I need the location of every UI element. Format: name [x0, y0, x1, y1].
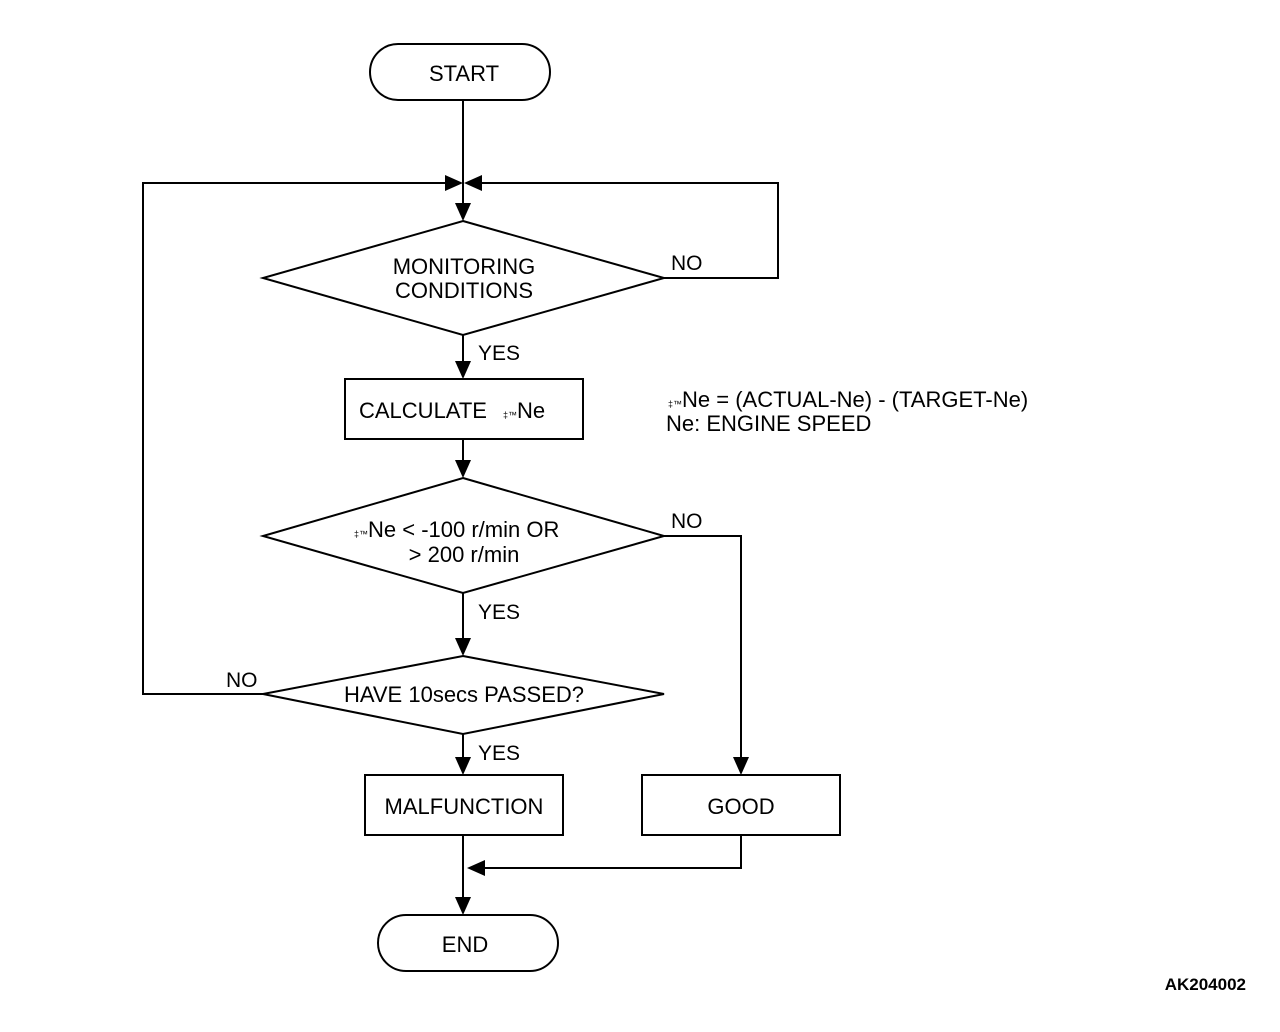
arrow-into-calculate — [455, 361, 471, 379]
delta-symbol: ‡™ — [354, 529, 368, 539]
ne-check-label-line2: > 200 r/min — [409, 542, 520, 567]
figure-reference: AK204002 — [1165, 975, 1246, 994]
arrow-into-ne-check — [455, 460, 471, 478]
time-elapsed-decision: HAVE 10secs PASSED? — [262, 654, 665, 736]
monitoring-label-line1: MONITORING — [393, 254, 536, 279]
arrow-right-loop — [464, 175, 482, 191]
edge-labels: NO YES NO YES NO YES — [226, 252, 703, 765]
monitoring-no-label: NO — [671, 252, 703, 275]
definition-note: ‡™Ne = (ACTUAL-Ne) - (TARGET-Ne) Ne: ENG… — [666, 387, 1028, 436]
arrowheads — [445, 175, 749, 915]
note-line2: Ne: ENGINE SPEED — [666, 411, 871, 436]
calculate-process: CALCULATE ‡™Ne — [344, 378, 584, 440]
ne-check-condition: Ne < -100 r/min OR — [368, 517, 559, 542]
time-yes-label: YES — [478, 742, 520, 765]
ne-check-no-label: NO — [671, 510, 703, 533]
arrow-into-malfunction — [455, 757, 471, 775]
start-terminal: START — [369, 43, 551, 101]
delta-symbol: ‡™ — [503, 410, 517, 420]
good-process: GOOD — [641, 774, 841, 836]
arrow-merge — [467, 860, 485, 876]
monitoring-conditions-decision: MONITORING CONDITIONS — [259, 219, 668, 337]
end-label: END — [442, 932, 488, 957]
calculate-label: CALCULATE ‡™Ne — [359, 398, 545, 423]
time-check-label: HAVE 10secs PASSED? — [344, 682, 584, 707]
arrow-into-end — [455, 897, 471, 915]
ne-check-yes-label: YES — [478, 601, 520, 624]
ne-threshold-decision: ‡™Ne < -100 r/min OR > 200 r/min — [259, 476, 668, 595]
arrow-into-monitoring — [455, 203, 471, 221]
monitoring-label-line2: CONDITIONS — [395, 278, 533, 303]
arrow-left-loop — [445, 175, 463, 191]
end-terminal: END — [377, 914, 559, 972]
note-line1: ‡™Ne = (ACTUAL-Ne) - (TARGET-Ne) — [668, 387, 1028, 412]
time-no-label: NO — [226, 669, 258, 692]
connectors — [142, 100, 779, 898]
malfunction-label: MALFUNCTION — [385, 794, 544, 819]
monitoring-yes-label: YES — [478, 342, 520, 365]
arrow-into-time-check — [455, 638, 471, 656]
calculate-text: CALCULATE — [359, 398, 487, 423]
start-label: START — [429, 61, 499, 86]
malfunction-process: MALFUNCTION — [364, 774, 564, 836]
good-label: GOOD — [707, 794, 774, 819]
delta-symbol: ‡™ — [668, 399, 682, 409]
calculate-variable: Ne — [517, 398, 545, 423]
ne-check-label-line1: ‡™Ne < -100 r/min OR — [354, 517, 559, 542]
arrow-into-good — [733, 757, 749, 775]
note-formula: Ne = (ACTUAL-Ne) - (TARGET-Ne) — [682, 387, 1028, 412]
